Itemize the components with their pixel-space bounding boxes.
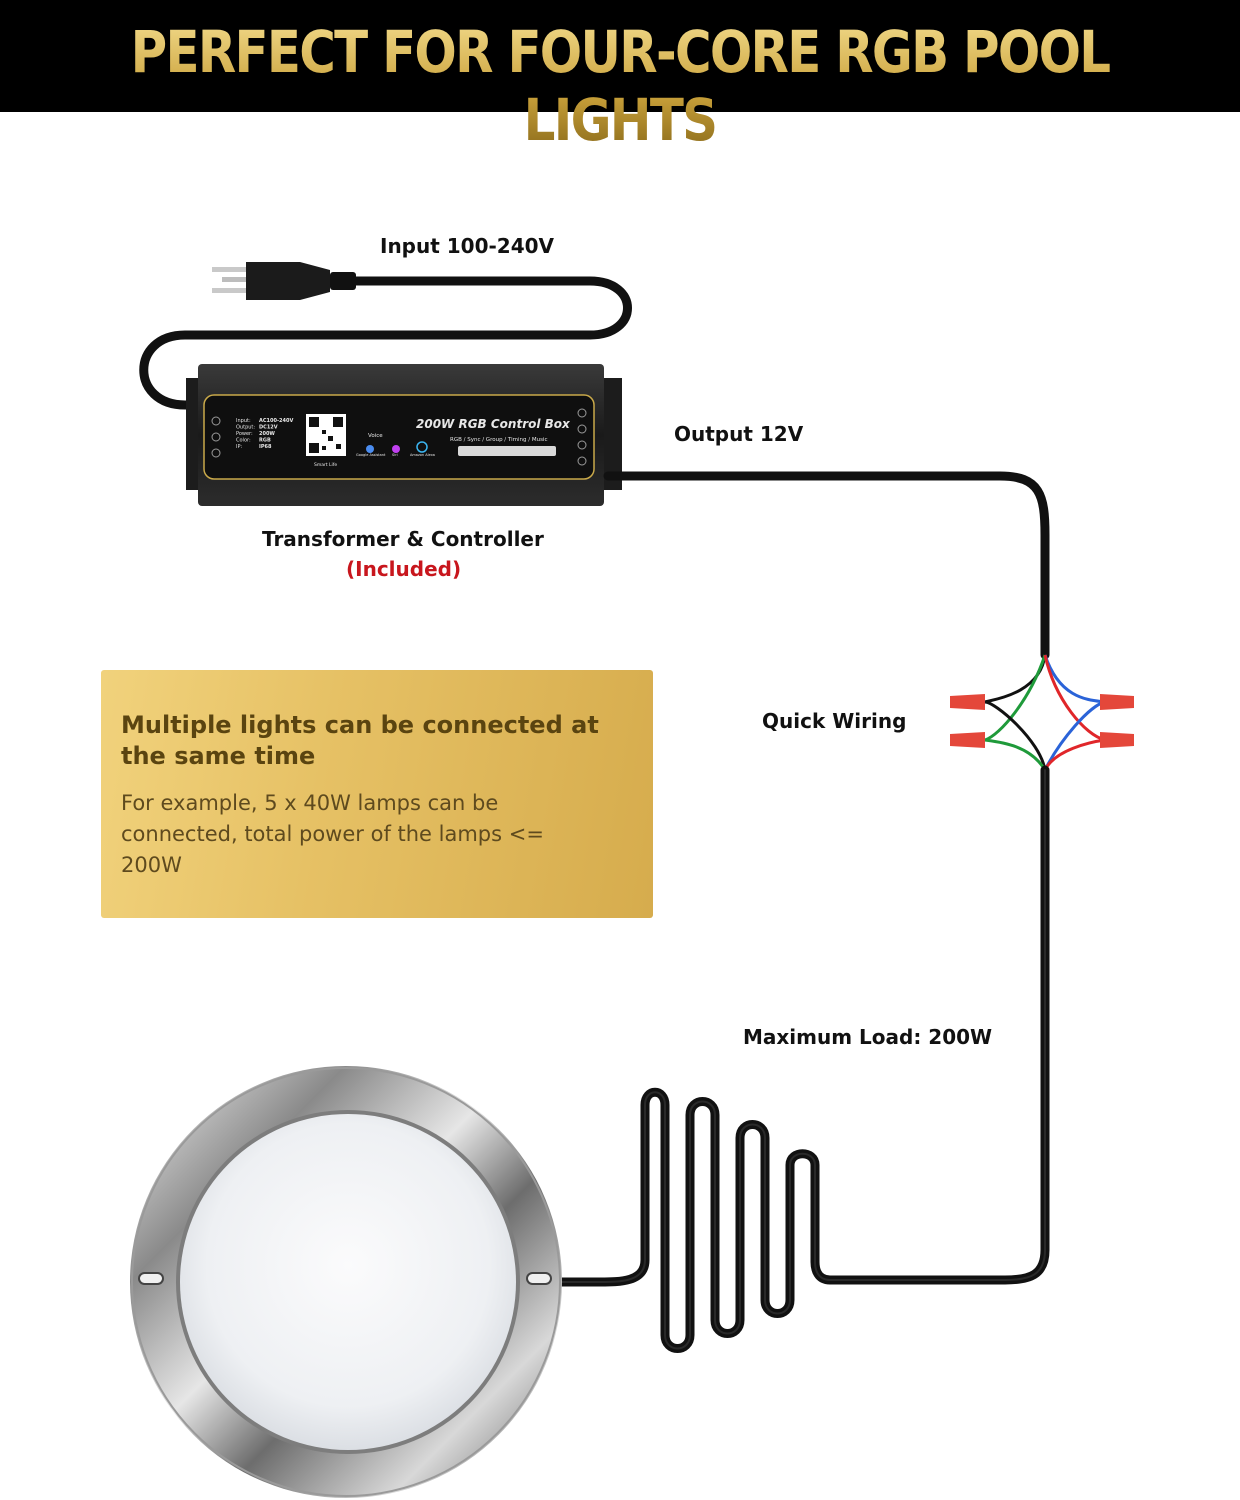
wire-nuts	[950, 694, 1134, 748]
info-card: Multiple lights can be connected at the …	[101, 670, 653, 918]
box-spec-key: Power:	[236, 431, 253, 437]
quick-wiring-connector	[984, 654, 1106, 771]
box-spec-value: AC100-240V	[259, 418, 293, 424]
box-title: 200W RGB Control Box	[416, 417, 571, 431]
included-label: (Included)	[346, 557, 462, 581]
box-spec-value: DC12V	[259, 425, 278, 431]
quick-wiring-label: Quick Wiring	[762, 709, 907, 733]
box-spec-key: Color:	[236, 438, 251, 444]
header-banner: PERFECT FOR FOUR-CORE RGB POOL LIGHTS	[0, 0, 1240, 154]
box-app: Smart Life	[314, 462, 337, 468]
box-spec-key: Input:	[236, 418, 251, 424]
max-load-label: Maximum Load: 200W	[743, 1025, 993, 1049]
pool-light	[130, 1066, 562, 1498]
box-spec-value: 200W	[259, 431, 275, 437]
output-label: Output 12V	[674, 422, 804, 446]
box-spec-key: IP:	[236, 444, 242, 450]
input-cable	[139, 276, 632, 410]
output-cable	[603, 471, 1050, 660]
box-assistant-label: Siri	[392, 453, 398, 457]
box-spec-value: RGB	[259, 438, 271, 444]
control-box-text: 200W RGB Control Box RGB / Sync / Group …	[236, 417, 571, 468]
box-spec-value: IP68	[259, 444, 272, 450]
input-label: Input 100-240V	[380, 234, 555, 258]
box-assistant-label: Amazon Alexa	[410, 453, 435, 457]
box-specs: Input: AC100-240V Output: DC12V Power: 200W Co…	[236, 418, 293, 450]
power-plug	[212, 262, 356, 300]
card-heading: Multiple lights can be connected at the …	[121, 711, 599, 770]
card-body: For example, 5 x 40W lamps can be connec…	[121, 791, 544, 877]
banner-title: PERFECT FOR FOUR-CORE RGB POOL LIGHTS	[87, 18, 1153, 154]
box-voice: Voice	[368, 433, 383, 439]
transformer-label: Transformer & Controller	[262, 527, 544, 551]
box-spec-key: Output:	[236, 425, 255, 431]
control-box	[186, 364, 622, 506]
box-assistant-label: Google Assistant	[356, 453, 386, 457]
box-subtitle: RGB / Sync / Group / Timing / Music	[450, 437, 548, 443]
